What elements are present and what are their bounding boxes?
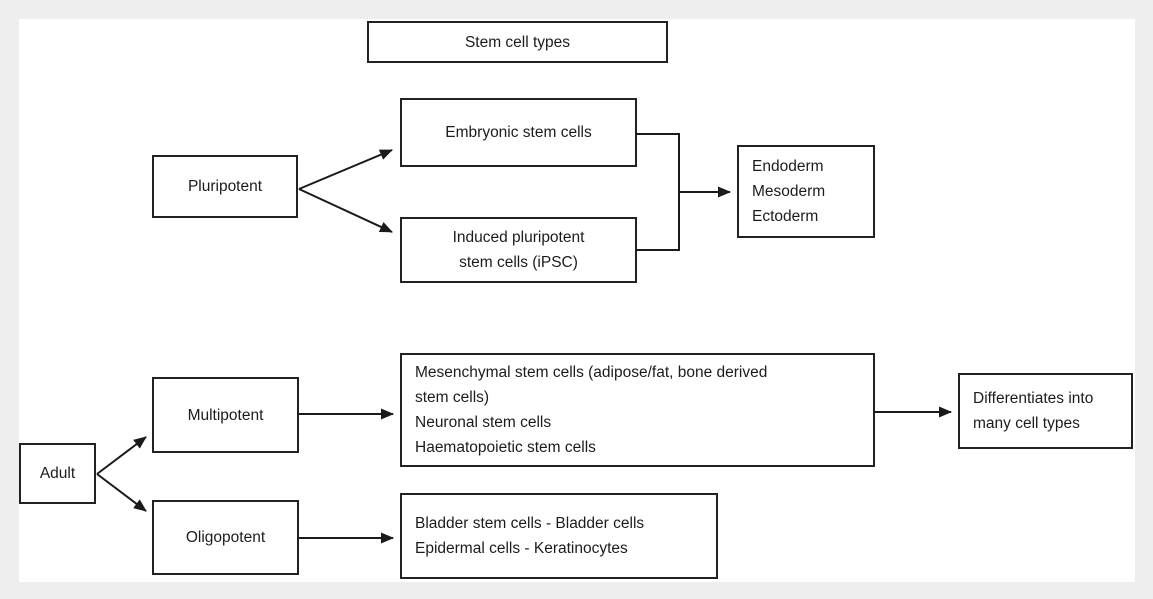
ipsc-box: Induced pluripotent stem cells (iPSC) — [400, 217, 637, 283]
title-label: Stem cell types — [464, 33, 571, 51]
adult-box: Adult — [19, 443, 96, 504]
germ-layer-endoderm: Endoderm — [752, 158, 824, 175]
multipotent-types-line-4: Haematopoietic stem cells — [415, 439, 596, 456]
multipotent-box: Multipotent — [152, 377, 299, 453]
differentiates-line-1: Differentiates into — [973, 390, 1094, 407]
ipsc-line-2: stem cells (iPSC) — [459, 254, 578, 271]
multipotent-label: Multipotent — [187, 406, 264, 424]
oligopotent-types-box: Bladder stem cells - Bladder cells Epide… — [400, 493, 718, 579]
ipsc-line-1: Induced pluripotent — [452, 229, 585, 246]
pluripotent-label: Pluripotent — [187, 178, 263, 195]
germ-layer-ectoderm: Ectoderm — [752, 208, 819, 225]
embryonic-label: Embryonic stem cells — [445, 124, 592, 141]
oligopotent-types-line-1: Bladder stem cells - Bladder cells — [415, 515, 645, 532]
oligopotent-types-line-2: Epidermal cells - Keratinocytes — [415, 540, 628, 557]
oligopotent-box: Oligopotent — [152, 500, 299, 575]
embryonic-stem-cells-box: Embryonic stem cells — [400, 98, 637, 167]
multipotent-types-line-3: Neuronal stem cells — [415, 414, 552, 431]
multipotent-types-line-1: Mesenchymal stem cells (adipose/fat, bon… — [415, 364, 768, 381]
adult-label: Adult — [39, 465, 76, 482]
differentiates-box: Differentiates into many cell types — [958, 373, 1133, 449]
differentiates-line-2: many cell types — [973, 415, 1080, 432]
multipotent-types-box: Mesenchymal stem cells (adipose/fat, bon… — [400, 353, 875, 467]
germ-layer-mesoderm: Mesoderm — [752, 183, 826, 200]
oligopotent-label: Oligopotent — [185, 529, 266, 546]
germ-layers-box: Endoderm Mesoderm Ectoderm — [737, 145, 875, 238]
multipotent-types-line-2: stem cells) — [415, 389, 490, 406]
pluripotent-box: Pluripotent — [152, 155, 298, 218]
title-box: Stem cell types — [367, 21, 668, 63]
